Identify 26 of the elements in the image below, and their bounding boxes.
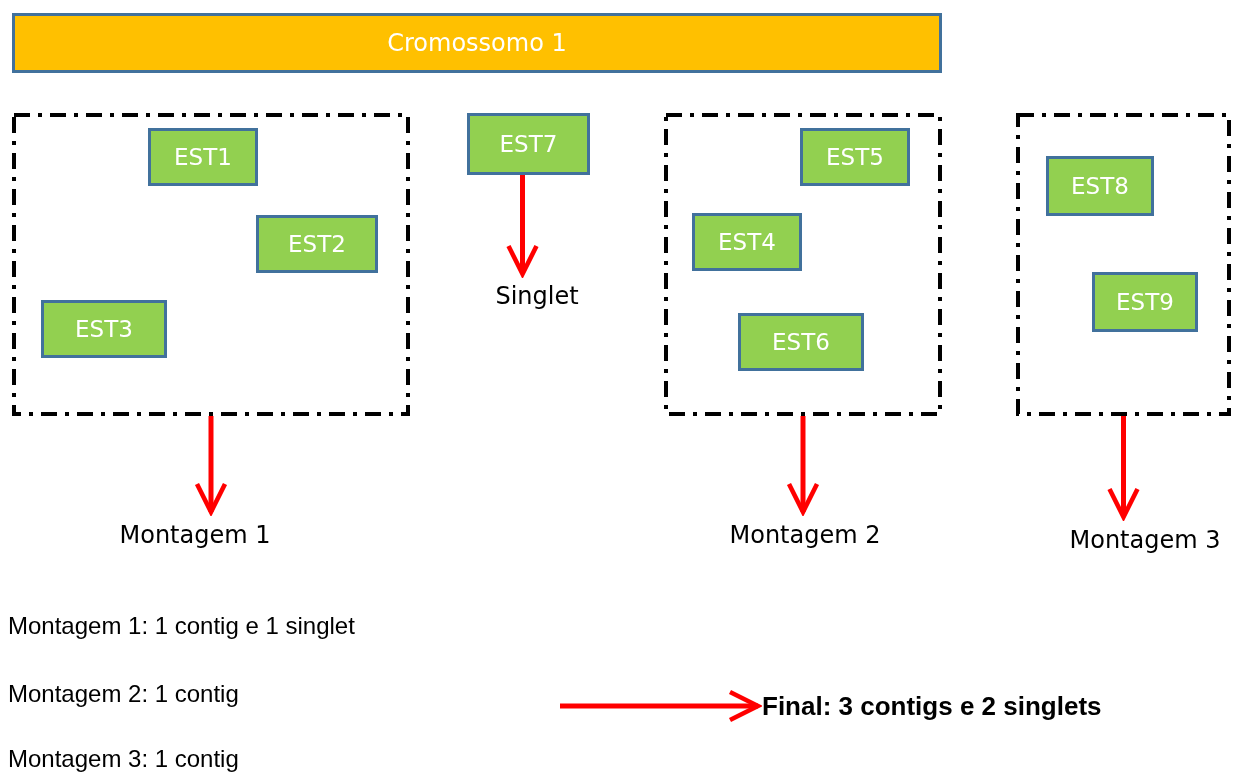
node-label: Montagem 2 [710,516,900,554]
est-box: EST9 [1092,272,1198,332]
est-box: EST1 [148,128,258,186]
arrow [1107,416,1140,520]
summary-note: Montagem 1: 1 contig e 1 singlet [8,612,355,640]
arrow [194,416,228,515]
group-frame [664,113,942,416]
node-label: Singlet [478,278,596,314]
est-box: EST5 [800,128,910,186]
est-box: EST8 [1046,156,1154,216]
result-label: Final: 3 contigs e 2 singlets [762,686,1192,726]
node-label: Montagem 1 [100,516,290,554]
group-frame [12,113,410,416]
est-box: EST7 [467,113,590,175]
est-box: EST6 [738,313,864,371]
node-label: Montagem 3 [1050,521,1240,559]
group-frame [1016,113,1231,416]
arrow [560,689,761,723]
est-box: EST2 [256,215,378,273]
est-box: EST3 [41,300,167,358]
summary-note: Montagem 2: 1 contig [8,680,239,708]
chromosome-bar: Cromossomo 1 [12,13,942,73]
est-box: EST4 [692,213,802,271]
arrow [786,416,820,515]
summary-note: Montagem 3: 1 contig [8,745,239,773]
arrow [506,175,539,277]
